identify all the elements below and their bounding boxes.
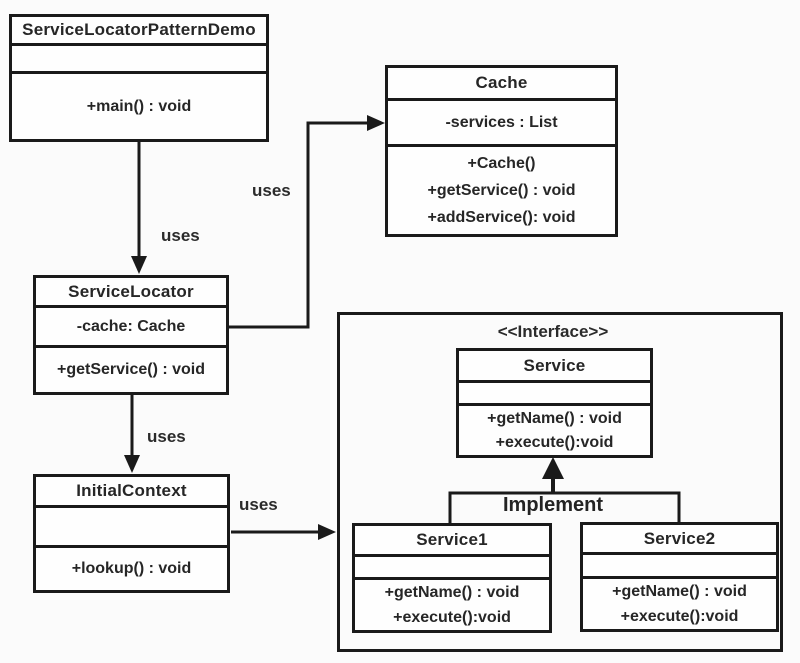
method-label: +execute():void xyxy=(393,609,511,626)
attributes-section: -cache: Cache xyxy=(36,308,226,348)
class-name: Service2 xyxy=(583,525,776,556)
class-servicelocator: ServiceLocator -cache: Cache +getService… xyxy=(33,275,229,395)
attributes-section xyxy=(583,555,776,579)
realization-arrow xyxy=(542,457,564,493)
class-name: ServiceLocator xyxy=(36,278,226,308)
attributes-section xyxy=(355,557,549,580)
class-name: Cache xyxy=(388,68,615,101)
services-group-box xyxy=(337,312,783,652)
attributes-section xyxy=(12,46,266,74)
arrow-demo-to-servicelocator xyxy=(131,141,147,274)
uses-label-locator-to-context: uses xyxy=(147,427,186,446)
uses-label-demo-to-locator: uses xyxy=(161,226,200,245)
class-name: ServiceLocatorPatternDemo xyxy=(12,17,266,46)
arrow-servicelocator-to-initialcontext xyxy=(124,394,140,473)
class-servicelocatorpatterndemo: ServiceLocatorPatternDemo +main() : void xyxy=(9,14,269,142)
stereotype-label: <<Interface>> xyxy=(497,322,609,341)
method-label: +getService() : void xyxy=(427,182,576,199)
class-initialcontext: InitialContext +lookup() : void xyxy=(33,474,230,593)
class-service2: Service2 +getName() : void +execute():vo… xyxy=(580,522,779,632)
attributes-section xyxy=(459,383,650,406)
methods-section: +getName() : void +execute():void xyxy=(355,580,549,630)
methods-section: +getName() : void +execute():void xyxy=(459,406,650,455)
attribute-label: -services : List xyxy=(445,113,558,131)
arrow-initialcontext-to-group xyxy=(231,524,336,540)
method-label: +getService() : void xyxy=(56,361,206,378)
class-name: InitialContext xyxy=(36,477,227,508)
attributes-section xyxy=(36,508,227,548)
implement-label: Implement xyxy=(502,494,604,516)
class-name: Service xyxy=(459,351,650,383)
method-label: +execute():void xyxy=(495,433,614,451)
method-label: +Cache() xyxy=(467,155,536,172)
attribute-label: -cache: Cache xyxy=(76,317,186,335)
method-label: +main() : void xyxy=(86,97,192,115)
methods-section: +Cache() +getService() : void +addServic… xyxy=(388,147,615,234)
method-label: +getName() : void xyxy=(384,584,520,601)
uses-label-context-to-services: uses xyxy=(239,495,278,514)
interface-service: Service +getName() : void +execute():voi… xyxy=(456,348,653,458)
method-label: +execute():void xyxy=(620,608,739,625)
methods-section: +main() : void xyxy=(12,74,266,139)
methods-section: +getService() : void xyxy=(36,348,226,392)
attributes-section: -services : List xyxy=(388,101,615,147)
method-label: +lookup() : void xyxy=(71,560,192,577)
uses-label-locator-to-cache: uses xyxy=(252,181,291,200)
method-label: +addService(): void xyxy=(427,209,576,226)
method-label: +getName() : void xyxy=(487,409,622,427)
class-cache: Cache -services : List +Cache() +getServ… xyxy=(385,65,618,237)
methods-section: +getName() : void +execute():void xyxy=(583,579,776,629)
methods-section: +lookup() : void xyxy=(36,548,227,590)
method-label: +getName() : void xyxy=(612,583,747,600)
arrow-servicelocator-to-cache xyxy=(229,115,385,329)
implement-bracket xyxy=(448,491,681,524)
class-name: Service1 xyxy=(355,526,549,557)
class-service1: Service1 +getName() : void +execute():vo… xyxy=(352,523,552,633)
